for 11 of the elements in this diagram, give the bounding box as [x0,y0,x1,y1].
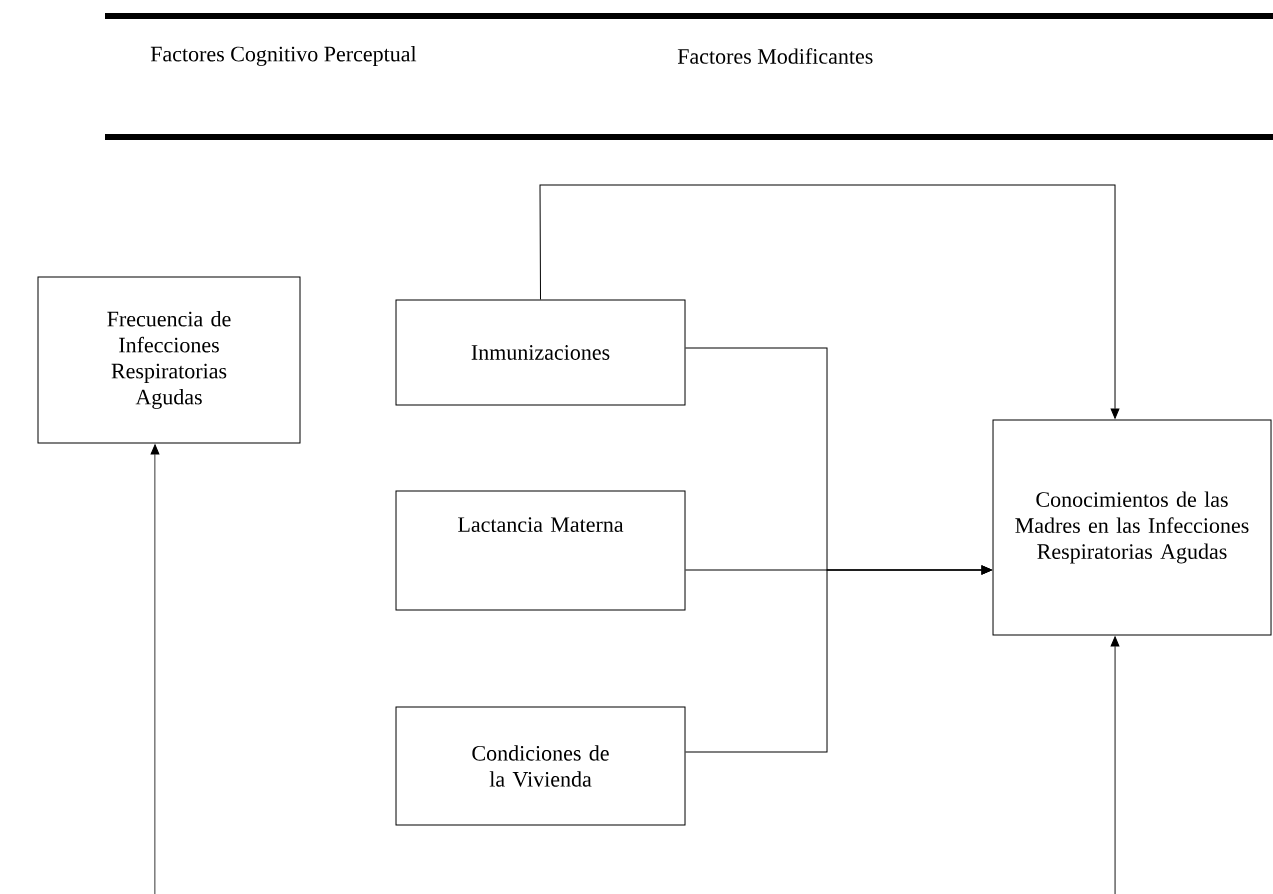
text-box: Condiciones de la Vivienda [395,706,686,826]
arrow [685,565,992,753]
text-box: Lactancia Materna [395,490,686,611]
section-heading: Factores Modificantes [677,48,873,64]
arrow [539,184,1120,419]
arrow [1110,636,1120,894]
section-heading: Factores Cognitivo Perceptual [150,46,417,66]
arrow [150,444,160,894]
text-box: Frecuencia de Infecciones Respiratorias Agudas [37,276,301,444]
text-box: Conocimientos de las Madres en las Infecciones Respiratorias Agudas [992,419,1272,636]
text-box: Inmunizaciones [395,299,686,406]
